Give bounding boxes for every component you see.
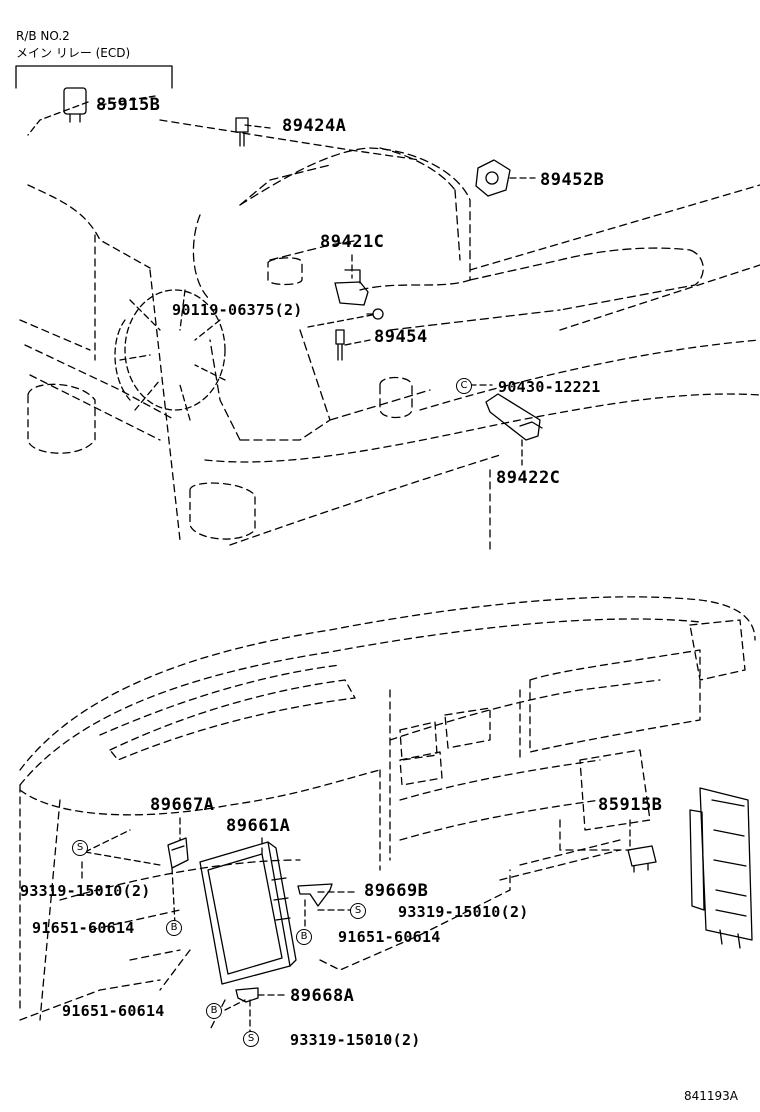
bolt-symbol-b: B (206, 1003, 222, 1019)
clip-symbol-c: C (456, 378, 472, 394)
part-90430-12221[interactable]: 90430-12221 (498, 378, 601, 396)
bolt-symbol-b: B (296, 929, 312, 945)
screw-symbol-s: S (350, 903, 366, 919)
part-91651-60614-right[interactable]: 91651-60614 (338, 928, 441, 946)
part-93319-15010-left[interactable]: 93319-15010(2) (20, 882, 151, 900)
part-89667a[interactable]: 89667A (150, 795, 215, 815)
part-93319-15010-right[interactable]: 93319-15010(2) (398, 903, 529, 921)
screw-symbol-s: S (72, 840, 88, 856)
part-85915b-top[interactable]: 85915B (96, 95, 161, 115)
part-89452b[interactable]: 89452B (540, 170, 605, 190)
diagram-code: 841193A (684, 1089, 739, 1103)
main-relay-label: メイン リレー (ECD) (16, 46, 131, 60)
part-89424a[interactable]: 89424A (282, 116, 347, 136)
part-89422c[interactable]: 89422C (496, 468, 561, 488)
part-93319-15010-bottom[interactable]: 93319-15010(2) (290, 1031, 421, 1049)
part-89661a[interactable]: 89661A (226, 816, 291, 836)
part-89454[interactable]: 89454 (374, 327, 428, 347)
part-91651-60614-bottom[interactable]: 91651-60614 (62, 1002, 165, 1020)
part-85915b-bottom[interactable]: 85915B (598, 795, 663, 815)
relay-box-label: R/B NO.2 (16, 29, 70, 43)
part-89421c[interactable]: 89421C (320, 232, 385, 252)
part-89669b[interactable]: 89669B (364, 881, 429, 901)
part-90119-06375[interactable]: 90119-06375(2) (172, 301, 303, 319)
part-91651-60614-left[interactable]: 91651-60614 (32, 919, 135, 937)
screw-symbol-s: S (243, 1031, 259, 1047)
bolt-symbol-b: B (166, 920, 182, 936)
part-89668a[interactable]: 89668A (290, 986, 355, 1006)
